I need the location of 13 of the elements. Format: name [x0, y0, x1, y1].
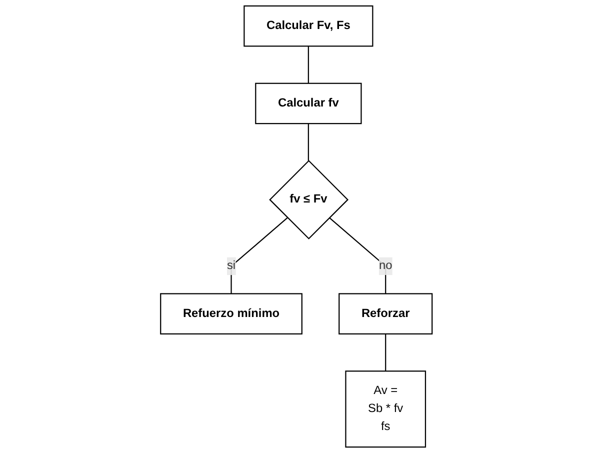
- connector: [308, 46, 310, 84]
- edge-label: si: [227, 259, 236, 272]
- connector: [230, 217, 288, 294]
- connector: [329, 217, 386, 294]
- node-box: Reforzar: [338, 293, 433, 334]
- connector: [308, 124, 310, 161]
- edge-label: no: [379, 259, 392, 272]
- node-box: Refuerzo mínimo: [160, 293, 303, 334]
- node-box: Calcular Fv, Fs: [244, 5, 374, 47]
- node-diamond: fv ≤ Fv: [269, 160, 349, 240]
- node-box: Calcular fv: [255, 82, 362, 124]
- connector: [385, 334, 386, 372]
- node-box: Av = Sb * fv fs: [345, 370, 426, 448]
